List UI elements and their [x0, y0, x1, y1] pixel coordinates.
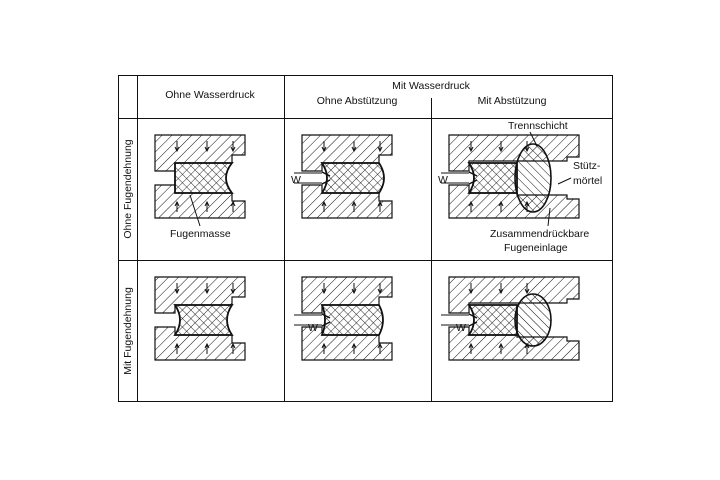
- force-arrow-icon: [468, 283, 474, 295]
- pressure-arrow-icon: [321, 171, 331, 185]
- force-arrow-icon: [351, 283, 357, 295]
- force-arrow-icon: [524, 342, 530, 354]
- force-arrow-icon: [468, 141, 474, 153]
- force-arrow-icon: [524, 141, 530, 153]
- row-label-with-expansion: Mit Fugendehnung: [122, 287, 134, 375]
- pressure-arrow-icon: [468, 171, 478, 185]
- force-arrow-icon: [377, 283, 383, 295]
- force-arrow-icon: [377, 200, 383, 212]
- force-arrow-icon: [468, 342, 474, 354]
- leader-separating-layer: [529, 131, 538, 147]
- label-compressible-insert: Zusammendrückbare: [490, 228, 589, 240]
- force-arrow-icon: [351, 141, 357, 153]
- label-support-mortar: mörtel: [573, 175, 602, 187]
- force-arrow-icon: [321, 283, 327, 295]
- force-arrow-icon: [321, 141, 327, 153]
- joint-compound-crosshatch: [467, 162, 518, 194]
- force-arrow-icon: [498, 342, 504, 354]
- force-arrow-icon: [377, 141, 383, 153]
- force-arrow-icon: [524, 200, 530, 212]
- force-arrow-icon: [204, 283, 210, 295]
- force-arrow-icon: [321, 342, 327, 354]
- label-separating-layer: Trennschicht: [508, 120, 568, 132]
- header-with-pressure: Mit Wasserdruck: [392, 80, 471, 92]
- force-arrow-icon: [204, 200, 210, 212]
- force-arrow-icon: [498, 283, 504, 295]
- force-arrow-icon: [321, 200, 327, 212]
- force-arrow-icon: [351, 342, 357, 354]
- force-arrow-icon: [498, 200, 504, 212]
- water-channel: [294, 172, 322, 184]
- force-arrow-icon: [174, 200, 180, 212]
- label-compressible-insert: Fugeneinlage: [504, 242, 568, 254]
- pressure-arrow-icon: [468, 313, 478, 327]
- force-arrow-icon: [230, 141, 236, 153]
- force-arrow-icon: [204, 342, 210, 354]
- support-mortar: [514, 143, 552, 213]
- joint-compound-crosshatch: [467, 304, 518, 336]
- pressure-arrow-icon: [321, 313, 331, 327]
- header-without-pressure: Ohne Wasserdruck: [165, 89, 255, 101]
- joint-compound-crosshatch: [320, 304, 384, 336]
- joint-compound-crosshatch: [174, 162, 234, 194]
- leader-compressible-insert: [547, 207, 551, 227]
- force-arrow-icon: [351, 200, 357, 212]
- force-arrow-icon: [174, 141, 180, 153]
- force-arrow-icon: [174, 342, 180, 354]
- support-mortar: [514, 293, 552, 347]
- force-arrow-icon: [524, 283, 530, 295]
- label-water: W: [308, 322, 318, 334]
- joint-compound-crosshatch: [320, 162, 385, 194]
- table-grid: [118, 75, 613, 402]
- header-with-support: Mit Abstützung: [478, 95, 547, 107]
- water-channel: [294, 314, 322, 326]
- force-arrow-icon: [230, 342, 236, 354]
- label-water: W: [438, 174, 448, 186]
- row-label-without-expansion: Ohne Fugendehnung: [122, 139, 134, 238]
- force-arrow-icon: [204, 141, 210, 153]
- label-joint-compound: Fugenmasse: [170, 228, 231, 240]
- force-arrow-icon: [377, 342, 383, 354]
- force-arrow-icon: [498, 141, 504, 153]
- concrete-hatching: [301, 276, 393, 361]
- concrete-hatching: [448, 276, 580, 361]
- leader-support-mortar: [557, 177, 572, 185]
- joint-compound-crosshatch: [173, 304, 234, 336]
- force-arrow-icon: [230, 283, 236, 295]
- force-arrow-icon: [174, 283, 180, 295]
- water-channel: [441, 314, 469, 326]
- label-water: W: [291, 174, 301, 186]
- force-arrow-icon: [468, 200, 474, 212]
- leader-joint-compound: [189, 194, 201, 227]
- label-water: W: [456, 322, 466, 334]
- label-support-mortar: Stütz-: [573, 160, 601, 172]
- concrete-hatching: [154, 276, 246, 361]
- header-without-support: Ohne Abstützung: [317, 95, 398, 107]
- force-arrow-icon: [230, 200, 236, 212]
- water-channel: [441, 172, 469, 184]
